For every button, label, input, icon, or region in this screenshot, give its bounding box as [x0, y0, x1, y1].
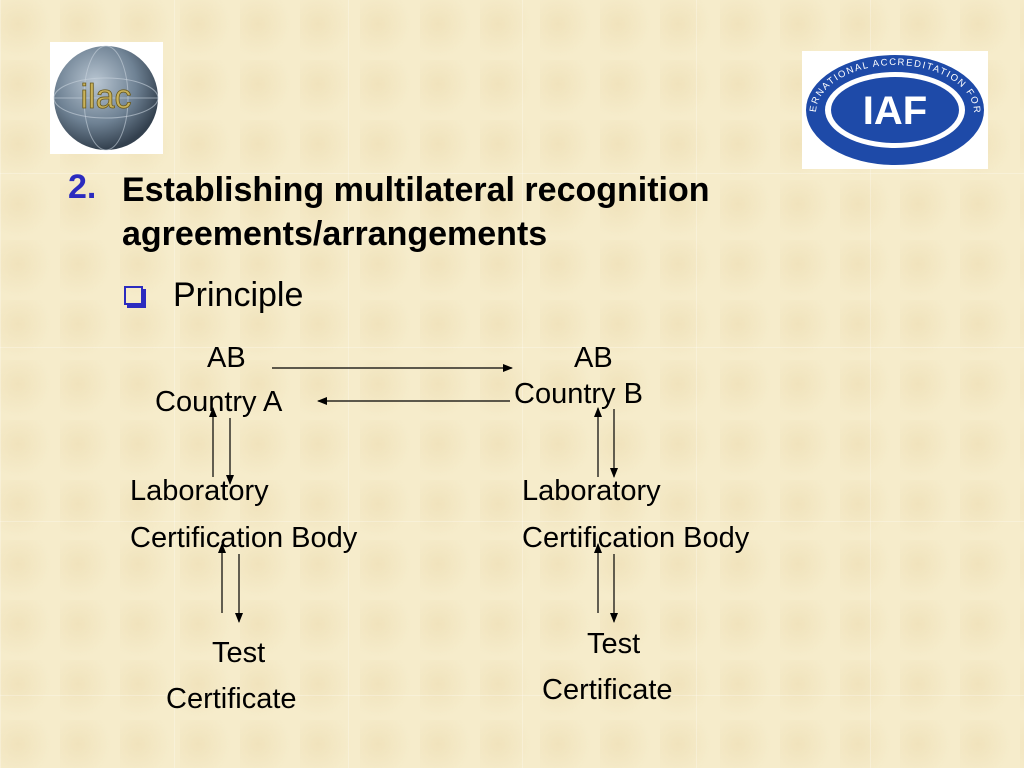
certification-body-b-label: Certification Body — [522, 522, 750, 554]
certification-body-a-label: Certification Body — [130, 522, 358, 554]
certificate-b-label: Certificate — [542, 674, 673, 706]
ilac-logo: ilac — [50, 42, 163, 154]
test-b-label: Test — [587, 628, 641, 660]
ab-country-b-label: AB — [574, 342, 613, 374]
checkbox-bullet-icon — [124, 286, 143, 305]
ilac-logo-text: ilac — [80, 78, 131, 116]
iaf-emblem-icon: IAF INTERNATIONAL ACCREDITATION FORUM — [797, 43, 984, 165]
country-a-label: Country A — [155, 386, 283, 418]
test-a-label: Test — [212, 637, 266, 669]
laboratory-b-label: Laboratory — [522, 475, 661, 507]
ilac-globe-icon: ilac — [53, 45, 159, 151]
heading-number: 2. — [68, 168, 97, 206]
iaf-logo-abbrev: IAF — [863, 89, 927, 133]
page-title: Establishing multilateral recognition ag… — [122, 171, 710, 253]
laboratory-a-label: Laboratory — [130, 475, 269, 507]
certificate-a-label: Certificate — [166, 683, 297, 715]
principle-label: Principle — [173, 276, 304, 314]
iaf-logo: IAF INTERNATIONAL ACCREDITATION FORUM — [797, 43, 988, 169]
ab-country-a-label: AB — [207, 342, 246, 374]
country-b-label: Country B — [514, 378, 643, 410]
